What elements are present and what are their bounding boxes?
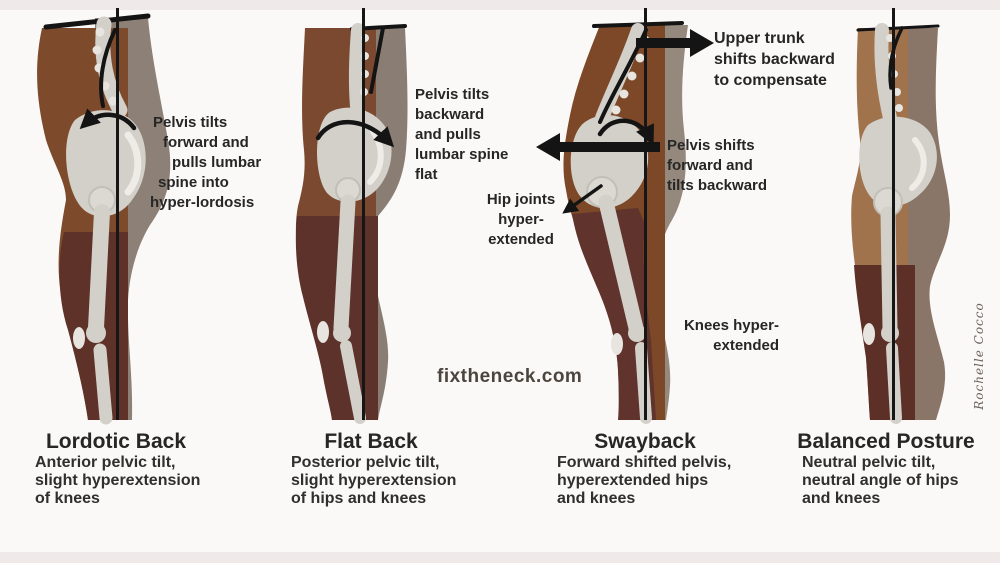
annotation-line: and pulls	[415, 126, 481, 143]
balanced-femur-bone	[880, 206, 898, 336]
annotation-lordotic-pelvis: Pelvis tilts forward and pulls lumbar sp…	[150, 113, 261, 213]
posture-title-balanced: Balanced Posture	[797, 430, 975, 453]
annotation-hip-joints: Hip joints hyper- extended	[476, 190, 566, 250]
annotation-line: flat	[415, 166, 438, 183]
swayback-lower-leg	[572, 208, 656, 420]
posture-title-lordotic: Lordotic Back	[45, 430, 187, 453]
vertebra	[108, 96, 118, 106]
flat-femur-bone	[333, 194, 356, 336]
description-line: Forward shifted pelvis,	[557, 454, 732, 471]
description-line: slight hyperextension	[35, 472, 201, 489]
flat-patella	[317, 321, 329, 343]
annotation-line: hyper-lordosis	[150, 194, 255, 211]
balanced-torso-cut-edge	[856, 24, 940, 32]
vertebra	[895, 104, 903, 112]
balanced-lumbar-spine-bone	[874, 23, 897, 125]
vertebra	[92, 45, 102, 55]
annotation-line: Pelvis tilts	[415, 86, 490, 103]
vertebra	[627, 71, 637, 81]
description-line: neutral angle of hips	[802, 472, 959, 489]
upper-trunk-backward-arrow	[636, 29, 714, 57]
flat-spine-straight-line	[369, 26, 385, 94]
annotation-line: Pelvis shifts	[667, 137, 755, 154]
anterior-tilt-curved-arrow	[79, 108, 137, 131]
bottom-frame-band	[0, 552, 1000, 563]
flat-tibia-bone	[340, 340, 366, 424]
lordotic-spine-curve-line	[99, 28, 117, 108]
description-line: Anterior pelvic tilt,	[35, 454, 176, 471]
lordotic-knee-condyle	[86, 323, 106, 343]
annotation-line: to compensate	[714, 72, 827, 89]
top-frame-band	[0, 0, 1000, 10]
swayback-femur-bone	[598, 194, 644, 336]
annotation-line: tilts backward	[667, 177, 768, 194]
vertebra	[635, 53, 645, 63]
annotation-line: spine into	[158, 174, 229, 191]
annotation-line: hyper-	[498, 211, 544, 228]
hip-joint-pointer-arrow	[562, 184, 603, 214]
description-line: and knees	[802, 490, 881, 507]
annotation-line: Upper trunk	[714, 30, 805, 47]
annotation-flat-pelvis: Pelvis tilts backward and pulls lumbar s…	[415, 85, 508, 185]
annotation-line: lumbar spine	[415, 146, 509, 163]
description-line: and knees	[557, 490, 636, 507]
figure-balanced-posture	[851, 8, 950, 424]
description-line: slight hyperextension	[291, 472, 457, 489]
description-line: of hips and knees	[291, 490, 427, 507]
vertebra	[619, 89, 629, 99]
lordotic-patella	[73, 327, 85, 349]
posture-title-flat: Flat Back	[324, 430, 418, 453]
annotation-line: backward	[415, 106, 485, 123]
swayback-patella	[611, 333, 623, 355]
balanced-spine-curve-line	[888, 26, 904, 90]
annotation-pelvis-shifts: Pelvis shifts forward and tilts backward	[667, 136, 767, 196]
lordotic-tibia-bone	[93, 343, 113, 425]
posterior-tilt-curved-arrow	[315, 119, 395, 148]
balanced-knee-condyle	[881, 324, 899, 342]
posture-description-flat: Posterior pelvic tilt, slight hyperexten…	[291, 454, 456, 508]
annotation-line: extended	[488, 231, 554, 248]
lordotic-femur-bone	[88, 204, 110, 336]
description-line: hyperextended hips	[557, 472, 709, 489]
annotation-upper-trunk: Upper trunk shifts backward to compensat…	[714, 28, 835, 91]
watermark-fixtheneck: fixtheneck.com	[437, 366, 583, 387]
backward-tilt-curved-arrow	[597, 118, 654, 146]
annotation-line: Hip joints	[486, 191, 556, 208]
annotation-line: Knees hyper-	[683, 317, 779, 334]
balanced-patella	[863, 323, 875, 345]
vertebra	[611, 105, 621, 115]
illustrator-signature: Rochelle Cocco	[972, 302, 986, 410]
description-line: Posterior pelvic tilt,	[291, 454, 440, 471]
balanced-iliac-hook	[909, 137, 927, 191]
annotation-knees-hyperextended: Knees hyper- extended	[649, 316, 779, 356]
annotation-line: Pelvis tilts	[153, 114, 228, 131]
vertebra	[95, 27, 105, 37]
annotation-line: forward and	[163, 134, 249, 151]
flat-lumbar-spine-bone	[348, 23, 365, 113]
posture-description-lordotic: Anterior pelvic tilt, slight hyperextens…	[35, 454, 200, 508]
posture-description-swayback: Forward shifted pelvis, hyperextended hi…	[557, 454, 731, 508]
pelvis-forward-shift-arrow	[536, 133, 660, 161]
annotation-line: pulls lumbar	[172, 154, 262, 171]
figure-lordotic-back	[37, 8, 171, 425]
description-line: Neutral pelvic tilt,	[802, 454, 936, 471]
lordotic-iliac-hook	[124, 131, 142, 196]
posture-title-swayback: Swayback	[594, 430, 696, 453]
annotation-line: forward and	[667, 157, 753, 174]
figure-flat-back	[295, 8, 408, 424]
figure-swayback	[536, 8, 714, 424]
description-line: of knees	[35, 490, 100, 507]
annotation-line: shifts backward	[714, 51, 835, 68]
annotation-line: extended	[713, 337, 779, 354]
flat-knee-condyle	[333, 324, 351, 342]
swayback-knee-condyle	[628, 324, 646, 342]
posture-description-balanced: Neutral pelvic tilt, neutral angle of hi…	[802, 454, 958, 508]
